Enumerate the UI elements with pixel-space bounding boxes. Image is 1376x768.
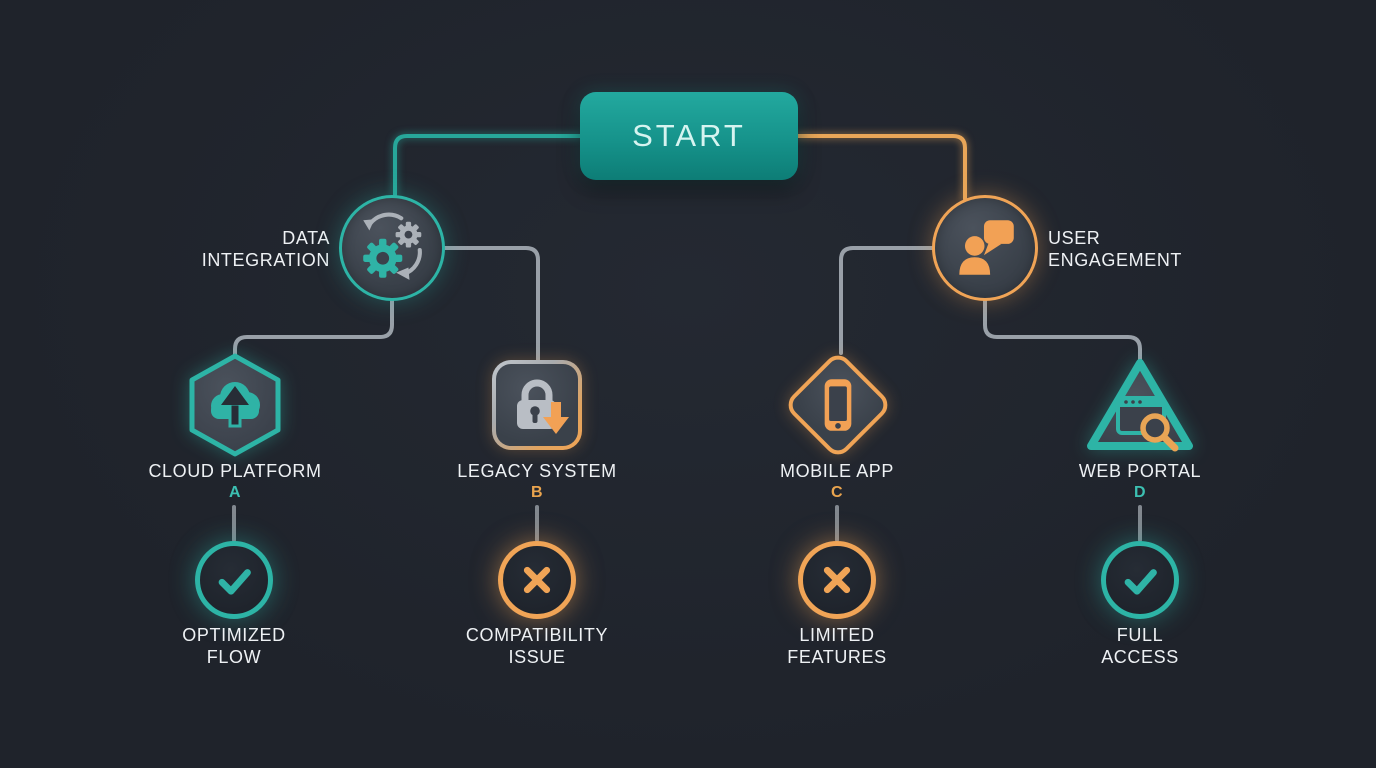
connector-start-to-user-engagement — [796, 134, 967, 201]
web-portal-label: WEB PORTAL — [1078, 461, 1202, 481]
optimized-flow-label: OPTIMIZED FLOW — [182, 625, 286, 667]
cloud-platform-letter: A — [228, 484, 242, 501]
data-integration-label: DATA INTEGRATION — [201, 228, 330, 270]
cloud-platform-label: CLOUD PLATFORM — [148, 461, 322, 481]
node-mobile-app — [782, 349, 894, 461]
node-data-integration — [339, 195, 445, 301]
connector-user-engagement-to-mobile-app — [839, 246, 934, 355]
web-portal-letter: D — [1133, 484, 1147, 501]
connector-data-integration-to-cloud-platform — [233, 299, 394, 359]
outcome-compatibility-issue — [498, 541, 576, 619]
outcome-optimized-flow — [195, 541, 273, 619]
x-icon — [810, 553, 864, 607]
node-cloud-platform — [189, 353, 281, 457]
full-access-label: FULL ACCESS — [1101, 625, 1179, 667]
outcome-full-access — [1101, 541, 1179, 619]
mobile-app-label: MOBILE APP — [779, 461, 895, 481]
smartphone-icon — [806, 373, 870, 437]
user-engagement-label: USER ENGAGEMENT — [1048, 228, 1183, 270]
node-user-engagement — [932, 195, 1038, 301]
compatibility-issue-label: COMPATIBILITY ISSUE — [465, 625, 609, 667]
start-label: START — [632, 118, 746, 153]
connector-start-to-data-integration — [393, 134, 582, 197]
check-icon — [207, 553, 261, 607]
connector-user-engagement-to-web-portal — [983, 299, 1142, 362]
node-web-portal — [1087, 359, 1193, 452]
browser-search-icon — [1116, 396, 1179, 452]
node-legacy-system — [492, 360, 582, 450]
legacy-system-label: LEGACY SYSTEM — [457, 461, 617, 481]
cloud-upload-icon — [211, 382, 260, 428]
person-chat-icon — [948, 211, 1022, 285]
check-icon — [1113, 553, 1167, 607]
limited-features-label: LIMITED FEATURES — [787, 625, 887, 667]
x-icon — [510, 553, 564, 607]
legacy-system-letter: B — [530, 484, 544, 501]
mobile-app-letter: C — [830, 484, 844, 501]
lock-download-icon — [501, 369, 573, 441]
start-node: START — [580, 92, 798, 180]
connector-data-integration-to-legacy-system — [443, 246, 540, 364]
outcome-limited-features — [798, 541, 876, 619]
gears-sync-icon — [355, 211, 429, 285]
